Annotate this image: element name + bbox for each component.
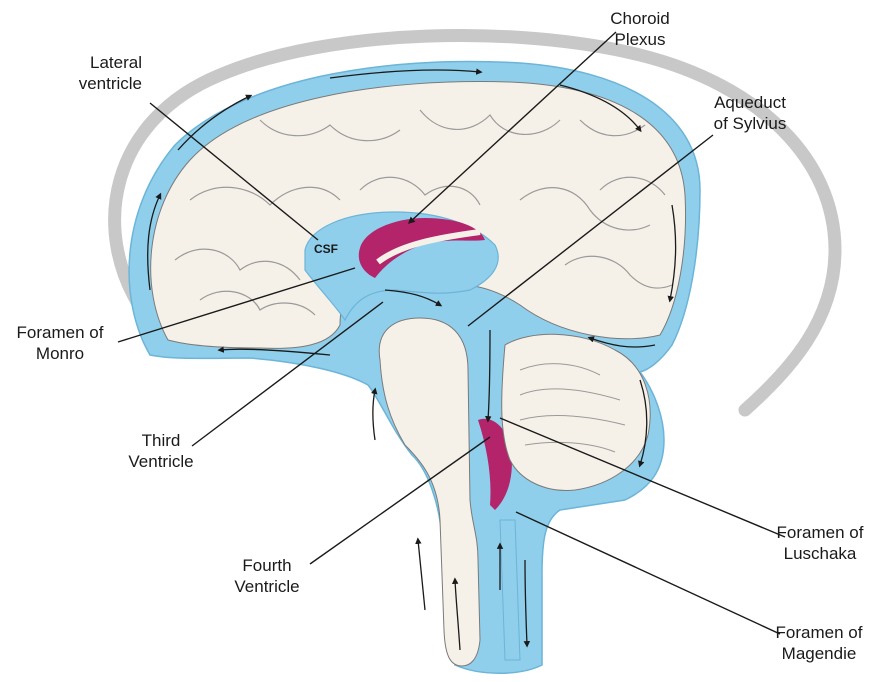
label-choroid-plexus: Choroid Plexus: [594, 8, 686, 50]
label-csf: CSF: [314, 242, 338, 256]
label-aqueduct-line1: Aqueduct: [700, 92, 800, 113]
label-fourth-ventricle-line2: Ventricle: [222, 576, 312, 597]
label-foramen-monro-line2: Monro: [4, 343, 116, 364]
label-foramen-monro-line1: Foramen of: [4, 322, 116, 343]
label-foramen-magendie-line1: Foramen of: [765, 622, 873, 643]
label-foramen-of-monro: Foramen of Monro: [4, 322, 116, 364]
label-foramen-magendie-line2: Magendie: [765, 643, 873, 664]
label-foramen-luschaka-line2: Luschaka: [770, 543, 870, 564]
label-fourth-ventricle-line1: Fourth: [222, 555, 312, 576]
label-choroid-plexus-line2: Plexus: [594, 29, 686, 50]
label-foramen-luschaka-line1: Foramen of: [770, 522, 870, 543]
brainstem: [379, 318, 480, 666]
label-choroid-plexus-line1: Choroid: [594, 8, 686, 29]
label-lateral-ventricle: Lateral ventricle: [52, 52, 142, 94]
label-aqueduct-line2: of Sylvius: [700, 113, 800, 134]
label-foramen-of-magendie: Foramen of Magendie: [765, 622, 873, 664]
label-third-ventricle: Third Ventricle: [116, 430, 206, 472]
label-aqueduct-of-sylvius: Aqueduct of Sylvius: [700, 92, 800, 134]
label-fourth-ventricle: Fourth Ventricle: [222, 555, 312, 597]
label-lateral-ventricle-line2: ventricle: [52, 73, 142, 94]
label-lateral-ventricle-line1: Lateral: [52, 52, 142, 73]
label-third-ventricle-line1: Third: [116, 430, 206, 451]
label-third-ventricle-line2: Ventricle: [116, 451, 206, 472]
label-foramen-of-luschaka: Foramen of Luschaka: [770, 522, 870, 564]
